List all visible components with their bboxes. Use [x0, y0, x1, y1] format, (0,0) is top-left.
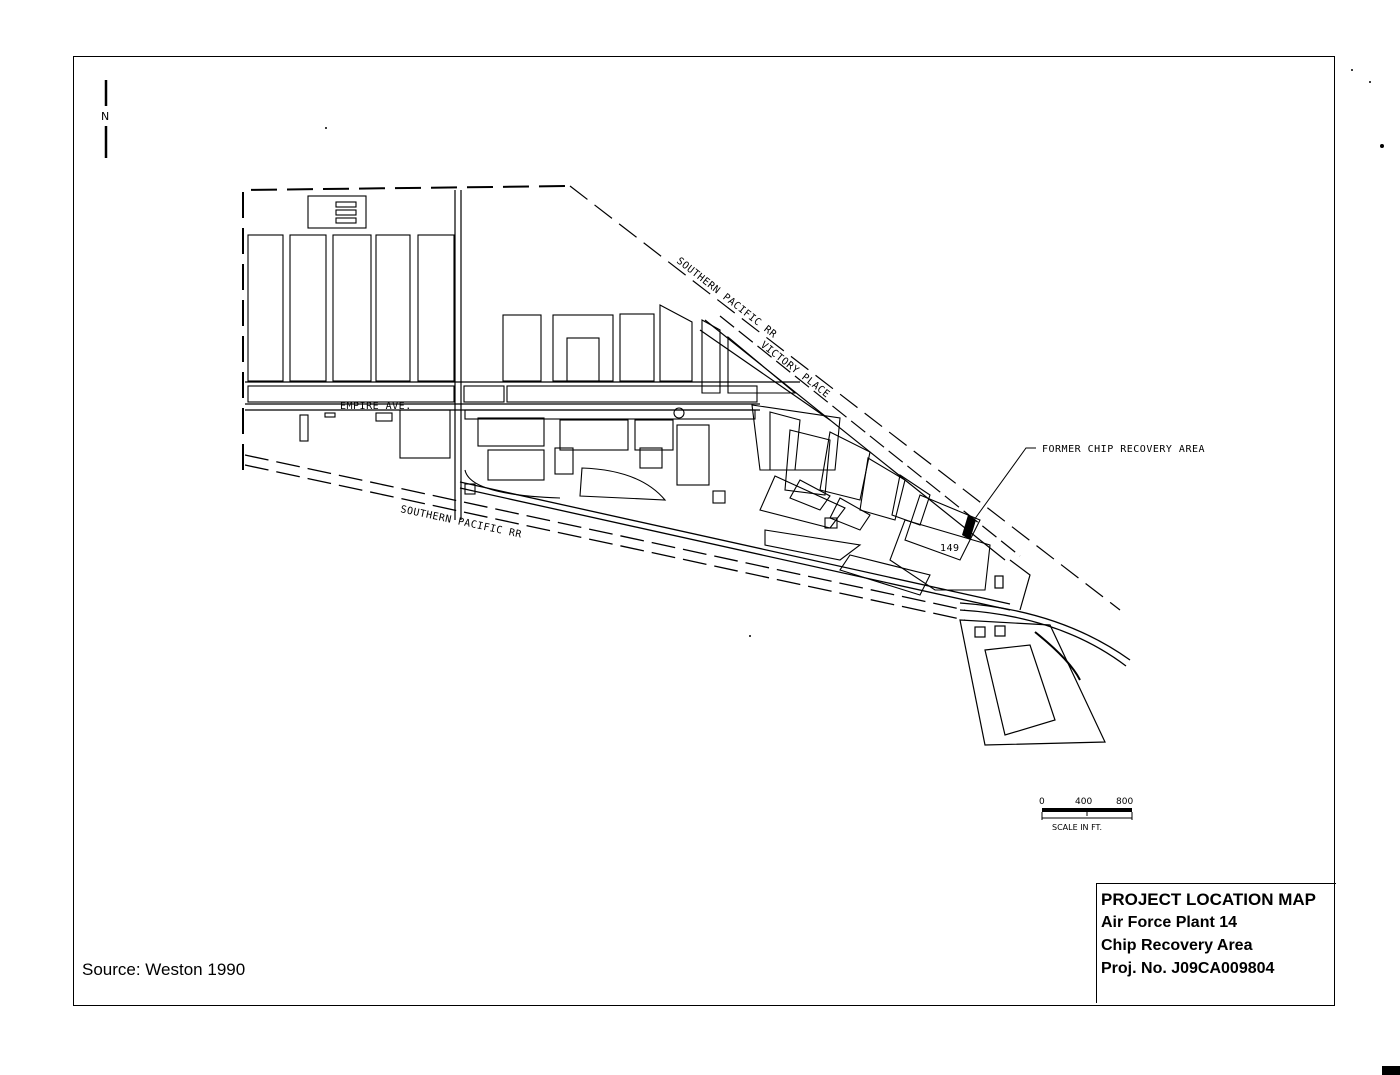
- southeast-parcel: [959, 559, 1106, 746]
- title-block: PROJECT LOCATION MAP Air Force Plant 14 …: [1096, 883, 1336, 1003]
- scale-tick-400: 400: [1075, 797, 1092, 807]
- property-boundary: [242, 185, 1121, 611]
- label-empire-ave: EMPIRE AVE.: [340, 401, 412, 412]
- map-frame: [73, 56, 1335, 1006]
- scale-tick-0: 0: [1039, 797, 1045, 807]
- label-southern-pacific-upper: SOUTHERN PACIFIC RR: [674, 256, 779, 341]
- source-note: Source: Weston 1990: [82, 960, 246, 979]
- scan-edge-mark: [1382, 1066, 1400, 1075]
- site-name: Air Force Plant 14: [1101, 914, 1238, 931]
- scale-caption: SCALE IN FT.: [1052, 823, 1102, 832]
- area-name: Chip Recovery Area: [1101, 937, 1253, 954]
- scale-tick-800: 800: [1116, 797, 1133, 807]
- southern-pacific-railroad-lower: [244, 454, 1131, 667]
- north-parcels: [247, 195, 797, 403]
- north-label: N: [101, 110, 109, 123]
- chip-recovery-area-marker: [962, 447, 1036, 540]
- project-number: Proj. No. J09CA009804: [1101, 960, 1275, 977]
- plant-buildings: [464, 404, 991, 596]
- label-building-149: 149: [940, 543, 960, 554]
- map-title: PROJECT LOCATION MAP: [1101, 890, 1317, 909]
- scale-bar: [1041, 808, 1133, 820]
- scan-specks: [325, 69, 1384, 637]
- label-former-chip-recovery-area: FORMER CHIP RECOVERY AREA: [1042, 444, 1205, 455]
- southwest-parcels: [299, 409, 476, 495]
